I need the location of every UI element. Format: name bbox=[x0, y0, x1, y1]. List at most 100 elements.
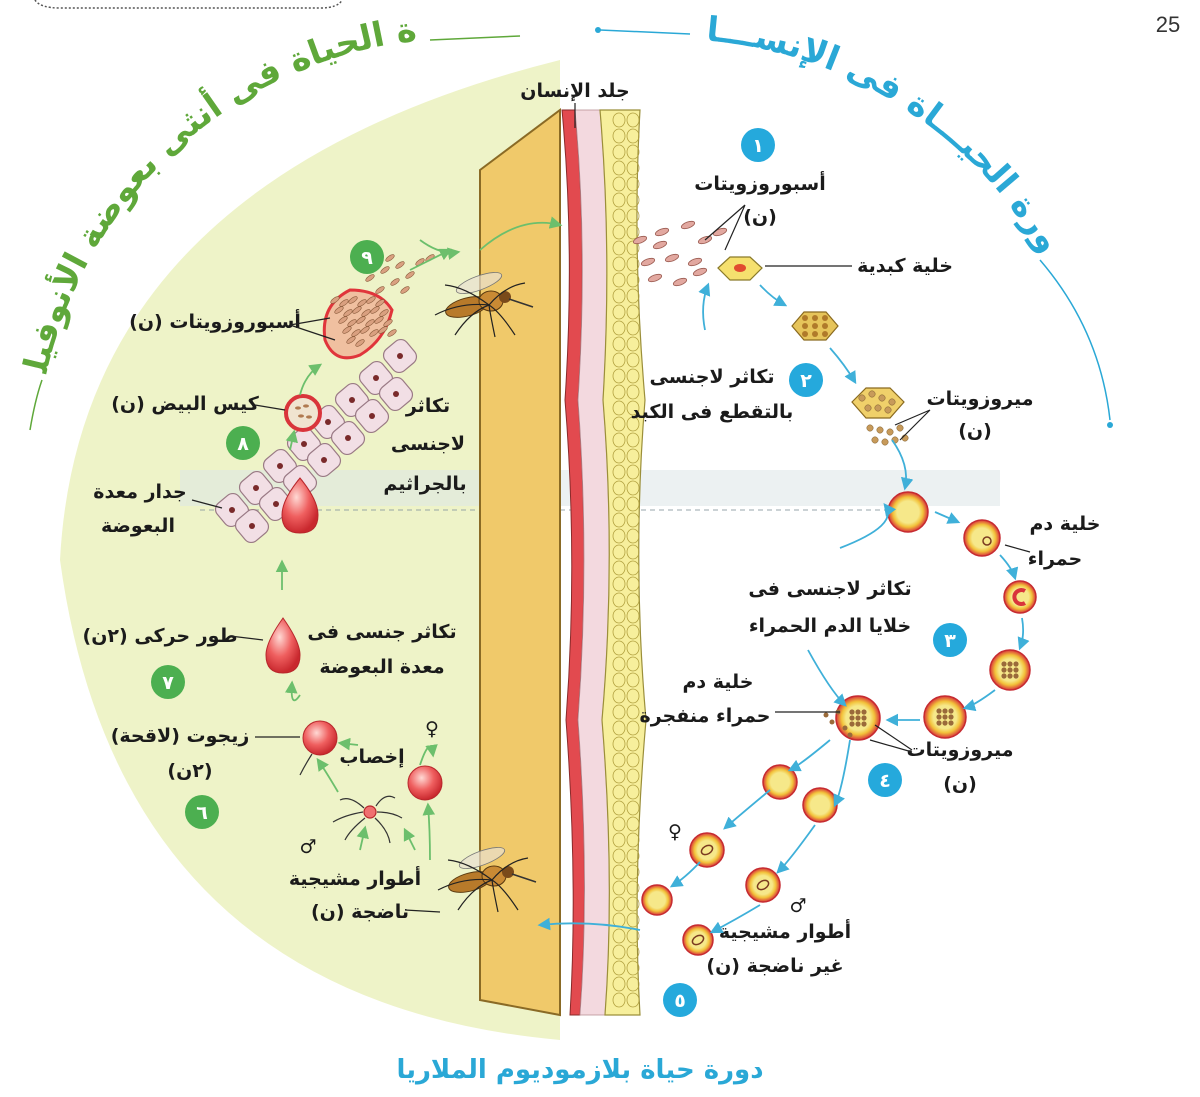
oocyst-spore bbox=[295, 406, 301, 410]
gut-cell-nucleus bbox=[253, 485, 259, 491]
fat-cell bbox=[626, 736, 640, 752]
step-badge-number: ١ bbox=[752, 135, 764, 157]
step-badge-number: ٩ bbox=[361, 247, 373, 269]
gut-cell-nucleus bbox=[301, 441, 307, 447]
mosquito-leg bbox=[454, 304, 490, 336]
mosquito-wing bbox=[458, 847, 506, 869]
label-merozoites-1-n: (ن) bbox=[958, 420, 992, 442]
fat-cell bbox=[612, 576, 626, 592]
skin-red-layer bbox=[561, 109, 586, 1016]
mosquito-leg bbox=[434, 303, 490, 316]
schizont-dot bbox=[1001, 661, 1007, 667]
leader-red-cell bbox=[1004, 544, 1031, 553]
schizont-dot bbox=[855, 715, 861, 721]
step-badge: ١ bbox=[741, 128, 775, 162]
fat-cell bbox=[626, 240, 640, 256]
fat-cell bbox=[612, 128, 626, 144]
fat-cell bbox=[626, 192, 640, 208]
schizont-dot bbox=[1007, 673, 1013, 679]
mosquito-proboscis bbox=[508, 298, 534, 308]
blue-arc-dot-end bbox=[1107, 422, 1113, 428]
green-arc-line bbox=[29, 379, 43, 431]
fat-cell bbox=[626, 624, 640, 640]
parasite-dot bbox=[802, 323, 808, 329]
fat-cell bbox=[626, 720, 640, 736]
label-egg-sac: كيس البيض (ن) bbox=[111, 393, 260, 415]
schizont-dot bbox=[942, 720, 948, 726]
merozoite bbox=[878, 394, 886, 402]
merozoite bbox=[888, 398, 896, 406]
fat-cell bbox=[612, 768, 626, 784]
released-merozoite bbox=[847, 732, 853, 738]
mosquito-gut-wall bbox=[214, 338, 418, 544]
fat-cell bbox=[626, 784, 640, 800]
label-liver-cell: خلية كبدية bbox=[857, 255, 953, 277]
step-badge: ٣ bbox=[933, 623, 967, 657]
oocyst-spore bbox=[306, 415, 312, 419]
merozoite bbox=[864, 404, 872, 412]
ookinete-in-gut bbox=[281, 477, 319, 534]
schizont-dot bbox=[1007, 667, 1013, 673]
red-blood-cell bbox=[641, 884, 673, 916]
sporozoite bbox=[334, 306, 344, 314]
fat-cell bbox=[612, 624, 626, 640]
schizont-dot bbox=[1013, 667, 1019, 673]
fat-cell bbox=[626, 272, 640, 288]
fat-cell bbox=[612, 240, 626, 256]
fat-cell bbox=[612, 448, 626, 464]
merozoite bbox=[868, 390, 876, 398]
sporozoite bbox=[664, 253, 680, 263]
fat-cell bbox=[626, 144, 640, 160]
fat-cell bbox=[626, 432, 640, 448]
sporozoite bbox=[365, 274, 375, 282]
oocyst-spore bbox=[303, 404, 309, 408]
sporozoite bbox=[383, 319, 393, 327]
gametocyte bbox=[700, 844, 714, 856]
sporozoites-human bbox=[632, 220, 728, 287]
sporozoite bbox=[380, 266, 390, 274]
step-badge: ٩ bbox=[350, 240, 384, 274]
sporozoite bbox=[375, 286, 385, 294]
fat-cell bbox=[626, 368, 640, 384]
gametocyte bbox=[691, 934, 705, 946]
sporozoite bbox=[640, 257, 656, 267]
sporozoite bbox=[378, 326, 388, 334]
page-top-frame bbox=[34, 0, 343, 9]
schizont-dot bbox=[936, 720, 942, 726]
sporozoite bbox=[405, 271, 415, 279]
sporozoite bbox=[355, 339, 365, 347]
mosquito-leg bbox=[488, 282, 526, 306]
sporozoite bbox=[360, 326, 370, 334]
ring-stage bbox=[982, 536, 992, 546]
schizont-dot bbox=[942, 714, 948, 720]
sporozoite bbox=[370, 306, 380, 314]
merozoite bbox=[866, 424, 874, 432]
fat-cell bbox=[626, 960, 640, 976]
sporozoite bbox=[369, 329, 379, 337]
mosquito-leg bbox=[491, 857, 529, 881]
leader-egg-sac bbox=[254, 404, 286, 411]
sporozoite bbox=[361, 309, 371, 317]
fat-cell bbox=[626, 496, 640, 512]
mosquito-wing bbox=[455, 272, 503, 294]
fat-cell bbox=[612, 320, 626, 336]
sporozoite bbox=[357, 299, 367, 307]
fat-cell bbox=[612, 928, 626, 944]
fat-cell bbox=[626, 896, 640, 912]
fat-cell bbox=[612, 368, 626, 384]
fat-cell bbox=[626, 704, 640, 720]
gametocyte bbox=[756, 879, 770, 891]
ruptured-liver-cell bbox=[851, 387, 905, 419]
sporozoite bbox=[385, 254, 395, 262]
label-red-cell-1: خلية دم bbox=[1029, 513, 1100, 535]
schizont-dot bbox=[849, 709, 855, 715]
schizont-dot bbox=[936, 708, 942, 714]
sporozoite bbox=[343, 309, 353, 317]
female-symbol-mosquito: ♀ bbox=[425, 718, 439, 740]
leader-mosq-sporozoites bbox=[289, 317, 336, 341]
released-merozoite bbox=[842, 725, 848, 731]
blue-arc-dot bbox=[595, 27, 601, 33]
label-gut-wall-1: جدار معدة bbox=[93, 481, 186, 503]
fat-cell bbox=[626, 832, 640, 848]
